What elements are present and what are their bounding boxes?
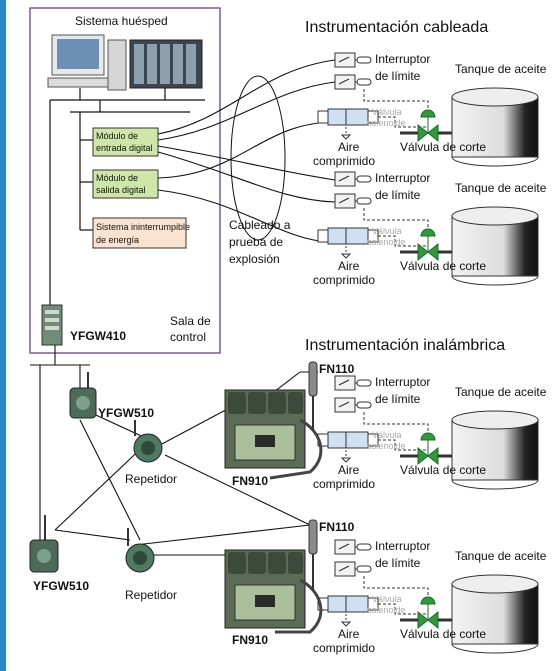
explosion-line2: prueba de: [229, 235, 283, 249]
tank-label: Tanque de aceite: [455, 62, 547, 76]
ups-box: [92, 217, 187, 249]
fn910-bottom-label: FN910: [232, 633, 268, 647]
field-unit-wired-2: Interruptor de límite Tanque de aceite V…: [313, 170, 547, 287]
yfgw510-bottom-label: YFGW510: [33, 579, 89, 593]
fn110-top-label: FN110: [319, 362, 355, 376]
air-line2: comprimido: [313, 477, 375, 491]
ups-line2: de energía: [96, 235, 139, 245]
digital-output-module: [92, 169, 159, 199]
yfgw410-label: YFGW410: [70, 329, 126, 343]
explosion-line3: explosión: [229, 252, 280, 266]
repeater-bottom-label: Repetidor: [125, 588, 177, 602]
limit-switch-line2: de límite: [375, 188, 421, 202]
room-label-line1: Sala de: [170, 314, 211, 328]
wired-title: Instrumentación cableada: [305, 19, 488, 36]
explosion-proof-ellipse: [230, 75, 286, 241]
ups-line1: Sistema ininterrumpible: [96, 222, 190, 232]
fn910-top-icon: [224, 389, 323, 480]
air-line1: Aire: [338, 463, 360, 477]
limit-switch-line1: Interruptor: [375, 171, 430, 185]
tank-label: Tanque de aceite: [455, 181, 547, 195]
output-module-line1: Módulo de: [96, 173, 138, 183]
fn110-bottom-icon: [308, 519, 318, 590]
digital-input-module: [92, 127, 159, 157]
shutoff-valve-label: Válvula de corte: [400, 463, 486, 477]
air-line2: comprimido: [313, 641, 375, 655]
repeater-top-icon: [133, 420, 163, 463]
air-line1: Aire: [338, 627, 360, 641]
input-module-line1: Módulo de: [96, 131, 138, 141]
host-system-title: Sistema huésped: [75, 14, 168, 28]
fn910-top-label: FN910: [232, 474, 268, 488]
output-module-line2: salida digital: [96, 185, 146, 195]
host-bus-lines: [49, 88, 205, 305]
yfgw410-gateway-icon: [41, 304, 63, 346]
input-module-line2: entrada digital: [96, 143, 153, 153]
limit-switch-line1: Interruptor: [375, 375, 430, 389]
fn110-top-icon: [308, 361, 318, 430]
repeater-bottom-icon: [125, 528, 155, 573]
solenoid-line1: Válvula: [372, 594, 402, 604]
yfgw510-bottom-icon: [29, 515, 59, 573]
field-unit-wired-1: Interruptor de límite Tanque de aceite V…: [313, 51, 547, 168]
solenoid-line1: Válvula: [372, 107, 402, 117]
air-line1: Aire: [338, 140, 360, 154]
tank-label: Tanque de aceite: [455, 385, 547, 399]
explosion-line1: Cableado a: [229, 218, 291, 232]
shutoff-valve-label: Válvula de corte: [400, 140, 486, 154]
solenoid-line1: Válvula: [372, 226, 402, 236]
host-pc-icon: [47, 34, 127, 91]
solenoid-line2: solenoide: [367, 118, 406, 128]
solenoid-line2: solenoide: [367, 441, 406, 451]
air-line2: comprimido: [313, 154, 375, 168]
limit-switch-line2: de límite: [375, 556, 421, 570]
wireless-title: Instrumentación inalámbrica: [305, 337, 505, 354]
air-line2: comprimido: [313, 273, 375, 287]
accent-bar: [0, 0, 6, 671]
solenoid-line2: solenoide: [367, 237, 406, 247]
tank-label: Tanque de aceite: [455, 549, 547, 563]
solenoid-line2: solenoide: [367, 605, 406, 615]
controller-rack-icon: [129, 39, 203, 89]
shutoff-valve-label: Válvula de corte: [400, 627, 486, 641]
repeater-top-label: Repetidor: [125, 472, 177, 486]
limit-switch-line2: de límite: [375, 69, 421, 83]
shutoff-valve-label: Válvula de corte: [400, 259, 486, 273]
yfgw510-top-label: YFGW510: [98, 406, 154, 420]
room-label-line2: control: [170, 330, 206, 344]
air-line1: Aire: [338, 259, 360, 273]
yfgw510-top-icon: [69, 372, 97, 419]
limit-switch-line1: Interruptor: [375, 539, 430, 553]
wired-cables: [157, 59, 336, 243]
limit-switch-line1: Interruptor: [375, 52, 430, 66]
field-unit-wireless-2: Interruptor de límite Tanque de aceite V…: [313, 538, 547, 655]
field-unit-wireless-1: Interruptor de límite Tanque de aceite V…: [313, 374, 547, 491]
solenoid-line1: Válvula: [372, 430, 402, 440]
fn110-bottom-label: FN110: [319, 520, 355, 534]
limit-switch-line2: de límite: [375, 392, 421, 406]
fn910-bottom-icon: [224, 549, 323, 634]
